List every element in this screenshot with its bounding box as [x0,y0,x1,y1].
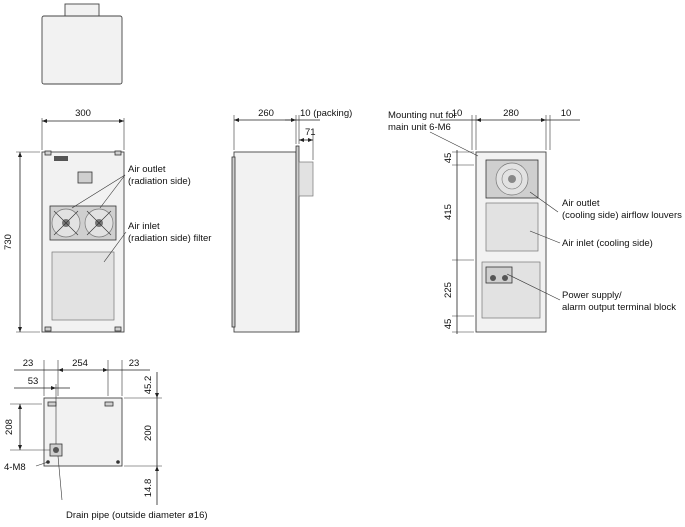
dim-rear-left: 10 [452,108,463,119]
dim-bottom-200: 200 [143,425,154,441]
front-mount-tab [114,150,122,156]
terminal-block [485,266,513,284]
label-air-outlet-radiation-2: (radiation side) [128,176,191,187]
label-power-supply-2: alarm output terminal block [562,302,676,313]
dim-rear-width: 280 [503,108,519,119]
label-air-inlet-radiation-1: Air inlet [128,221,160,232]
air-inlet-filter [51,251,115,321]
side-view-flange [231,156,236,328]
rear-view: 10 280 10 45 415 225 45 Mounting nut for… [388,108,682,334]
dim-rear-45-bottom: 45 [443,319,454,330]
top-view-body [41,15,123,85]
dim-front-width: 300 [75,108,91,119]
dim-rear-right: 10 [561,108,572,119]
dim-rear-45-top: 45 [443,153,454,164]
bottom-view: 23 254 23 53 208 45.2 200 14.8 4-M8 Drai… [4,358,208,521]
dim-rear-225: 225 [443,282,454,298]
side-view-packing [295,145,300,333]
top-view [41,3,123,85]
label-mounting-nut-1: Mounting nut for [388,110,457,121]
front-mount-tab [114,326,122,332]
label-drain-pipe: Drain pipe (outside diameter ø16) [66,510,208,521]
brand-logo [54,156,68,161]
side-view: 260 10 (packing) 71 [231,108,352,333]
label-bolt-holes: 4-M8 [4,462,26,473]
dim-bottom-254: 254 [72,358,88,369]
dim-side-flange: 71 [305,127,316,138]
label-air-outlet-radiation-1: Air outlet [128,164,166,175]
dim-side-depth: 260 [258,108,274,119]
dim-bottom-45-2: 45.2 [143,376,154,395]
label-air-outlet-cooling-1: Air outlet [562,198,600,209]
dim-rear-415: 415 [443,204,454,220]
dim-bottom-23-left: 23 [23,358,34,369]
side-view-protrusion [298,161,314,197]
front-view: 300 730 Air outlet (radiation side) Air … [3,108,211,333]
label-mounting-nut-2: main unit 6-M6 [388,122,451,133]
front-mount-tab [44,326,52,332]
label-air-inlet-radiation-2: (radiation side) filter [128,233,211,244]
nameplate [77,171,93,184]
dim-bottom-14-8: 14.8 [143,479,154,498]
front-mount-tab [44,150,52,156]
dim-bottom-23-right: 23 [129,358,140,369]
label-air-inlet-cooling: Air inlet (cooling side) [562,238,653,249]
top-view-protrusion [64,3,100,17]
label-power-supply-1: Power supply/ [562,290,622,301]
rear-air-inlet [485,202,539,252]
side-view-body [233,151,297,333]
dim-bottom-208: 208 [4,419,15,435]
dim-side-packing: 10 (packing) [300,108,352,119]
dim-bottom-53: 53 [28,376,39,387]
label-air-outlet-cooling-2: (cooling side) airflow louvers [562,210,682,221]
dim-front-height: 730 [3,234,14,250]
